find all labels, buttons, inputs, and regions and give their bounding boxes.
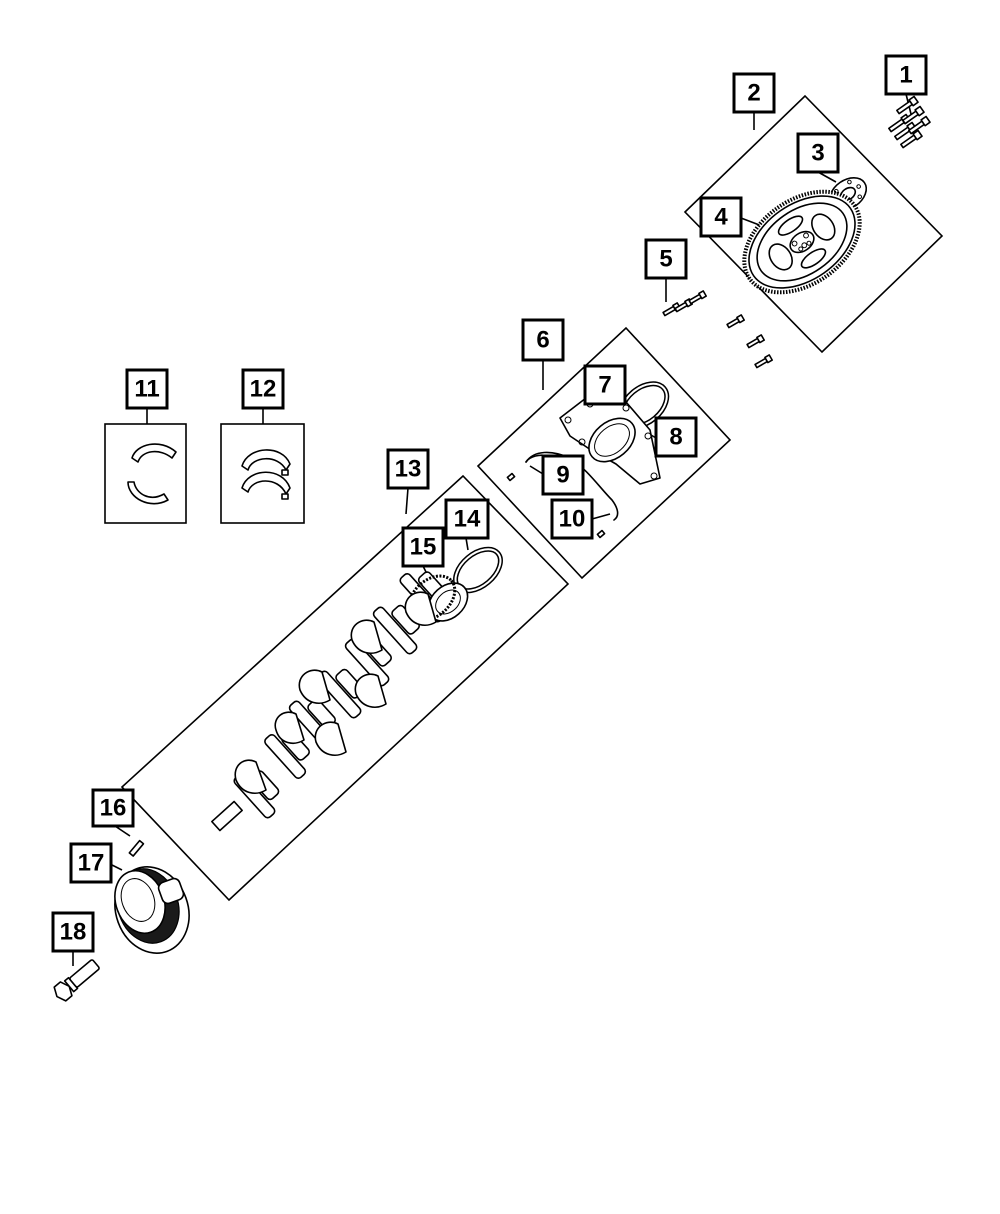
callout-label: 8	[669, 424, 682, 451]
callout-14: 14	[444, 498, 490, 540]
callout-16: 16	[91, 788, 135, 828]
callout-15: 15	[401, 526, 445, 568]
main-bearing-shells	[127, 443, 177, 505]
callout-17: 17	[69, 842, 113, 884]
flexplate-group-frame	[683, 94, 944, 354]
callout-2: 2	[732, 72, 776, 114]
callout-label: 5	[659, 246, 672, 273]
callout-18: 18	[51, 911, 95, 953]
callout-label: 15	[410, 534, 437, 561]
main-bearing-frame	[104, 423, 187, 524]
callout-label: 17	[78, 850, 105, 877]
callout-label: 6	[536, 327, 549, 354]
callout-label: 3	[811, 140, 824, 167]
callout-5: 5	[644, 238, 688, 280]
leader-10	[591, 513, 611, 520]
callout-label: 1	[899, 62, 912, 89]
callout-label: 13	[395, 456, 422, 483]
leader-14	[465, 537, 469, 551]
callout-label: 18	[60, 919, 87, 946]
callout-label: 9	[556, 462, 569, 489]
callout-4: 4	[699, 196, 743, 238]
leader-16	[114, 825, 131, 837]
rear-cover	[559, 397, 661, 485]
callout-label: 11	[134, 376, 159, 403]
callout-7: 7	[583, 364, 627, 406]
crank-key	[128, 839, 145, 857]
callout-13: 13	[386, 448, 430, 490]
callout-6: 6	[521, 318, 565, 362]
callout-label: 10	[559, 506, 586, 533]
callout-9: 9	[541, 454, 585, 496]
rear-cover-group-frame	[476, 326, 732, 580]
callout-8: 8	[654, 416, 698, 458]
callout-1: 1	[884, 54, 928, 96]
leader-3	[817, 171, 837, 183]
damper-bolt	[53, 959, 100, 1002]
flexplate-mounting-bolts	[662, 290, 774, 369]
crankshaft	[211, 571, 469, 832]
dowel-pins	[506, 472, 606, 539]
callout-label: 4	[714, 204, 728, 231]
vibration-damper	[114, 866, 190, 954]
callout-12: 12	[241, 368, 285, 410]
callout-10: 10	[550, 498, 594, 540]
crankshaft-group-frame	[120, 474, 570, 902]
flexplate-bolts	[888, 95, 931, 149]
callout-label: 12	[250, 376, 277, 403]
callout-label: 16	[100, 795, 127, 822]
callout-label: 2	[747, 80, 760, 107]
leader-13	[405, 487, 409, 515]
callout-label: 7	[598, 372, 611, 399]
leader-9	[529, 465, 544, 475]
flexplate	[742, 189, 862, 295]
thrust-bearing-shells	[241, 449, 291, 500]
callout-label: 14	[454, 506, 481, 533]
callout-11: 11	[125, 368, 169, 410]
callout-3: 3	[796, 132, 840, 174]
